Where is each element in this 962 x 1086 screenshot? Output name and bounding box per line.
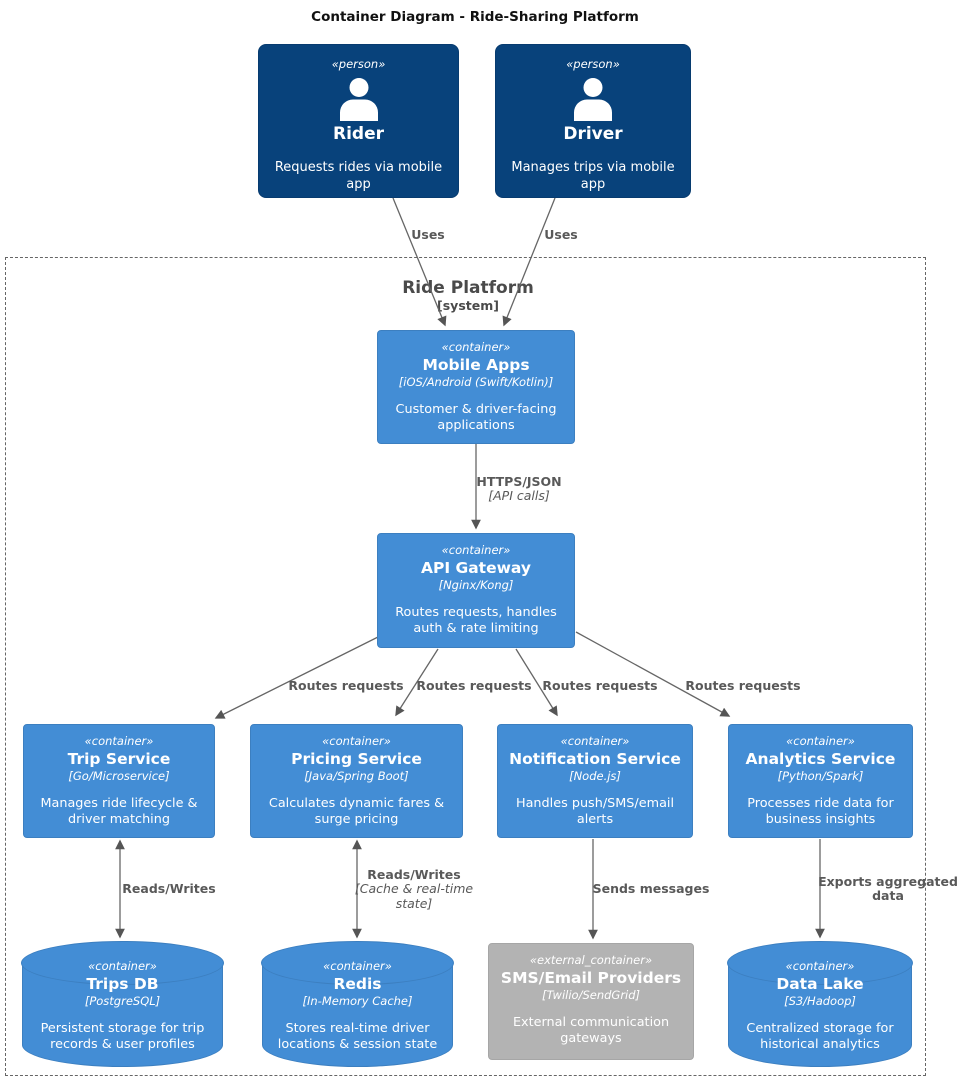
edge-label-https-json: HTTPS/JSON [API calls] — [476, 474, 562, 504]
edge-label-text: Reads/Writes — [367, 867, 461, 882]
stereotype: «person» — [331, 57, 386, 71]
node-description: Calculates dynamic fares & surge pricing — [268, 796, 445, 828]
boundary-type: [system] — [437, 297, 499, 313]
node-tech: [Twilio/SendGrid] — [541, 988, 641, 1003]
person-icon — [574, 77, 612, 121]
stereotype: «container» — [441, 543, 511, 557]
node-title: Rider — [333, 123, 384, 144]
node-trips-db: «container» Trips DB [PostgreSQL] Persis… — [21, 941, 224, 1067]
node-mobile-apps: «container» Mobile Apps [iOS/Android (Sw… — [377, 330, 575, 444]
edge-label-routes-trip: Routes requests — [288, 678, 404, 693]
node-description: Customer & driver-facing applications — [395, 402, 557, 434]
stereotype: «container» — [84, 734, 154, 748]
node-trip-service: «container» Trip Service [Go/Microservic… — [23, 724, 215, 838]
stereotype: «container» — [560, 734, 630, 748]
node-description: Stores real-time driver locations & sess… — [277, 1021, 438, 1053]
node-description: External communication gateways — [512, 1015, 670, 1047]
edge-label-routes-pricing: Routes requests — [416, 678, 532, 693]
edge-label-sends-messages: Sends messages — [592, 881, 710, 896]
node-description: Processes ride data for business insight… — [747, 796, 894, 828]
stereotype: «container» — [88, 959, 157, 973]
node-tech: [Nginx/Kong] — [438, 578, 514, 593]
node-title: SMS/Email Providers — [500, 968, 682, 987]
stereotype: «container» — [323, 959, 392, 973]
node-redis: «container» Redis [In-Memory Cache] Stor… — [261, 941, 454, 1067]
node-tech: [In-Memory Cache] — [302, 994, 413, 1009]
node-title: Analytics Service — [745, 749, 896, 768]
node-notification-service: «container» Notification Service [Node.j… — [497, 724, 693, 838]
node-title: Mobile Apps — [422, 355, 530, 374]
node-title: Trips DB — [86, 974, 159, 993]
node-tech: [Go/Microservice] — [68, 769, 170, 784]
node-description: Routes requests, handles auth & rate lim… — [395, 605, 557, 637]
node-tech: [PostgreSQL] — [84, 994, 161, 1009]
node-tech: [Node.js] — [569, 769, 621, 784]
node-description: Persistent storage for trip records & us… — [40, 1021, 205, 1053]
edge-label-reads-writes-db: Reads/Writes — [122, 881, 216, 896]
node-driver: «person» Driver Manages trips via mobile… — [495, 44, 691, 198]
edge-label-routes-analytics: Routes requests — [685, 678, 801, 693]
edge-label-exports-data: Exports aggregated data — [813, 874, 962, 904]
node-sms-email-providers: «external_container» SMS/Email Providers… — [488, 943, 694, 1060]
node-title: API Gateway — [420, 558, 532, 577]
edge-label-rider-uses: Uses — [411, 227, 445, 242]
node-title: Driver — [563, 123, 623, 144]
node-title: Pricing Service — [291, 749, 422, 768]
system-boundary — [5, 257, 926, 1076]
node-description: Handles push/SMS/email alerts — [515, 796, 675, 828]
stereotype: «person» — [566, 57, 620, 71]
node-data-lake: «container» Data Lake [S3/Hadoop] Centra… — [727, 941, 913, 1067]
node-tech: [Java/Spring Boot] — [304, 769, 409, 784]
stereotype: «external_container» — [529, 953, 653, 967]
stereotype: «container» — [441, 340, 511, 354]
node-rider: «person» Rider Requests rides via mobile… — [258, 44, 459, 198]
edge-label-text: Exports aggregated data — [818, 874, 958, 904]
node-tech: [S3/Hadoop] — [784, 994, 856, 1009]
node-tech: [iOS/Android (Swift/Kotlin)] — [398, 375, 554, 390]
edge-label-text: HTTPS/JSON — [476, 474, 562, 489]
node-api-gateway: «container» API Gateway [Nginx/Kong] Rou… — [377, 533, 575, 648]
node-tech: [Python/Spark] — [777, 769, 864, 784]
edge-label-tech: [Cache & real-time state] — [354, 881, 474, 911]
node-pricing-service: «container» Pricing Service [Java/Spring… — [250, 724, 463, 838]
node-description: Manages trips via mobile app — [511, 160, 675, 192]
node-description: Manages ride lifecycle & driver matching — [40, 796, 198, 828]
edge-label-driver-uses: Uses — [544, 227, 578, 242]
edge-label-reads-writes-redis: Reads/Writes [Cache & real-time state] — [354, 867, 474, 911]
diagram-title: Container Diagram - Ride-Sharing Platfor… — [311, 9, 639, 25]
system-boundary-label: Ride Platform [system] — [402, 279, 534, 313]
node-title: Data Lake — [776, 974, 864, 993]
edge-label-routes-notification: Routes requests — [542, 678, 658, 693]
person-icon — [339, 77, 378, 121]
node-description: Requests rides via mobile app — [274, 160, 443, 192]
node-title: Redis — [333, 974, 382, 993]
node-description: Centralized storage for historical analy… — [746, 1021, 894, 1053]
edge-label-tech: [API calls] — [488, 488, 550, 504]
node-title: Notification Service — [509, 749, 681, 768]
node-analytics-service: «container» Analytics Service [Python/Sp… — [728, 724, 913, 838]
boundary-name: Ride Platform — [402, 278, 534, 298]
stereotype: «container» — [785, 959, 855, 973]
stereotype: «container» — [786, 734, 855, 748]
node-title: Trip Service — [67, 749, 171, 768]
stereotype: «container» — [322, 734, 391, 748]
